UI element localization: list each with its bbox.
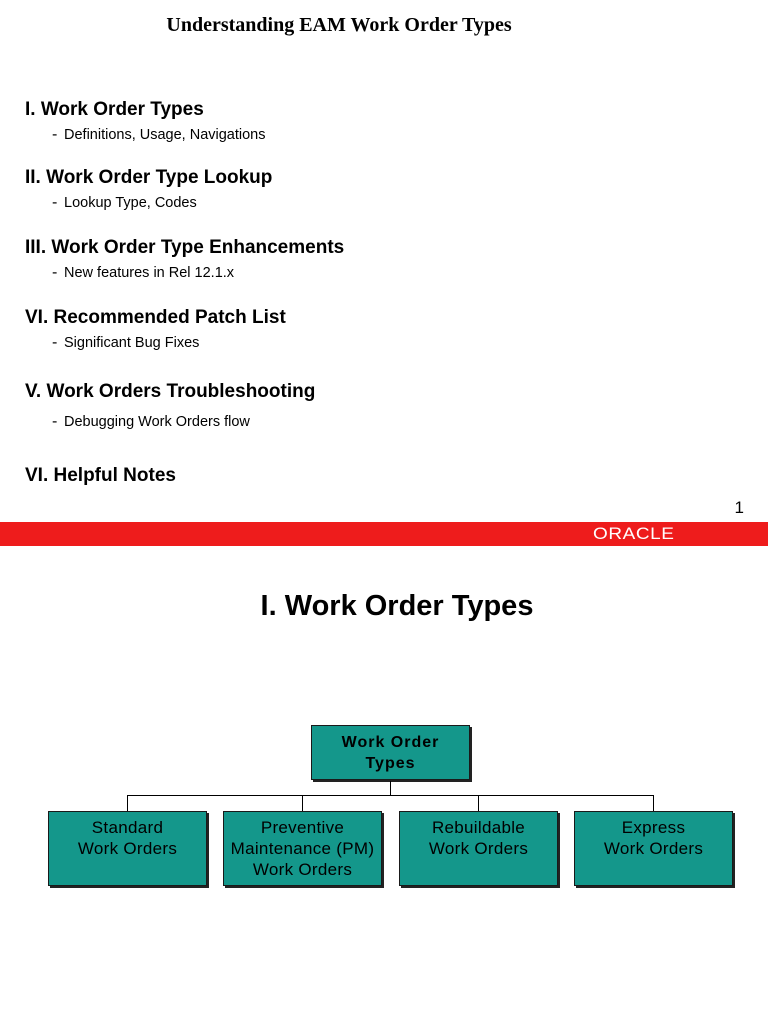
outline-sub-1-text: Definitions, Usage, Navigations <box>64 127 266 143</box>
outline-sub-4-text: Significant Bug Fixes <box>64 335 200 351</box>
connector-drop-4 <box>653 795 654 811</box>
outline-heading-4: VI. Recommended Patch List <box>25 307 286 328</box>
diagram-node-standard: Standard Work Orders <box>48 811 207 886</box>
diagram-root-node: Work Order Types <box>311 725 470 780</box>
outline-heading-5: V. Work Orders Troubleshooting <box>25 381 316 402</box>
outline-sub-5: -Debugging Work Orders flow <box>52 413 250 431</box>
outline-heading-1: I. Work Order Types <box>25 99 204 120</box>
bullet-dash: - <box>52 264 58 281</box>
diagram-root-label: Work Order Types <box>341 734 440 772</box>
connector-drop-3 <box>478 795 479 811</box>
outline-sub-5-text: Debugging Work Orders flow <box>64 414 250 430</box>
connector-root-stem <box>390 781 391 796</box>
page-number: 1 <box>734 498 744 517</box>
diagram-node-label: Rebuildable Work Orders <box>428 818 529 858</box>
diagram-node-preventive: Preventive Maintenance (PM) Work Orders <box>223 811 382 886</box>
slide-title: I. Work Order Types <box>260 590 534 622</box>
oracle-banner: ORACLE <box>0 522 768 546</box>
diagram-node-label: Express Work Orders <box>603 818 704 858</box>
oracle-logo: ORACLE <box>593 525 675 543</box>
diagram-node-express: Express Work Orders <box>574 811 733 886</box>
bullet-dash: - <box>52 334 58 351</box>
bullet-dash: - <box>52 126 58 143</box>
outline-sub-2-text: Lookup Type, Codes <box>64 195 197 211</box>
doc-title: Understanding EAM Work Order Types <box>166 14 512 36</box>
bullet-dash: - <box>52 194 58 211</box>
connector-drop-2 <box>302 795 303 811</box>
outline-heading-3: III. Work Order Type Enhancements <box>25 237 345 258</box>
connector-horizontal <box>127 795 654 796</box>
outline-heading-6: VI. Helpful Notes <box>25 465 176 486</box>
outline-sub-3: -New features in Rel 12.1.x <box>52 264 234 282</box>
bullet-dash: - <box>52 413 58 430</box>
diagram-node-rebuildable: Rebuildable Work Orders <box>399 811 558 886</box>
outline-sub-4: -Significant Bug Fixes <box>52 334 199 352</box>
connector-drop-1 <box>127 795 128 811</box>
diagram-node-label: Standard Work Orders <box>77 818 178 858</box>
diagram-node-label: Preventive Maintenance (PM) Work Orders <box>230 818 375 879</box>
outline-heading-2: II. Work Order Type Lookup <box>25 167 273 188</box>
outline-sub-1: -Definitions, Usage, Navigations <box>52 126 266 144</box>
outline-sub-2: -Lookup Type, Codes <box>52 194 197 212</box>
outline-sub-3-text: New features in Rel 12.1.x <box>64 265 235 281</box>
